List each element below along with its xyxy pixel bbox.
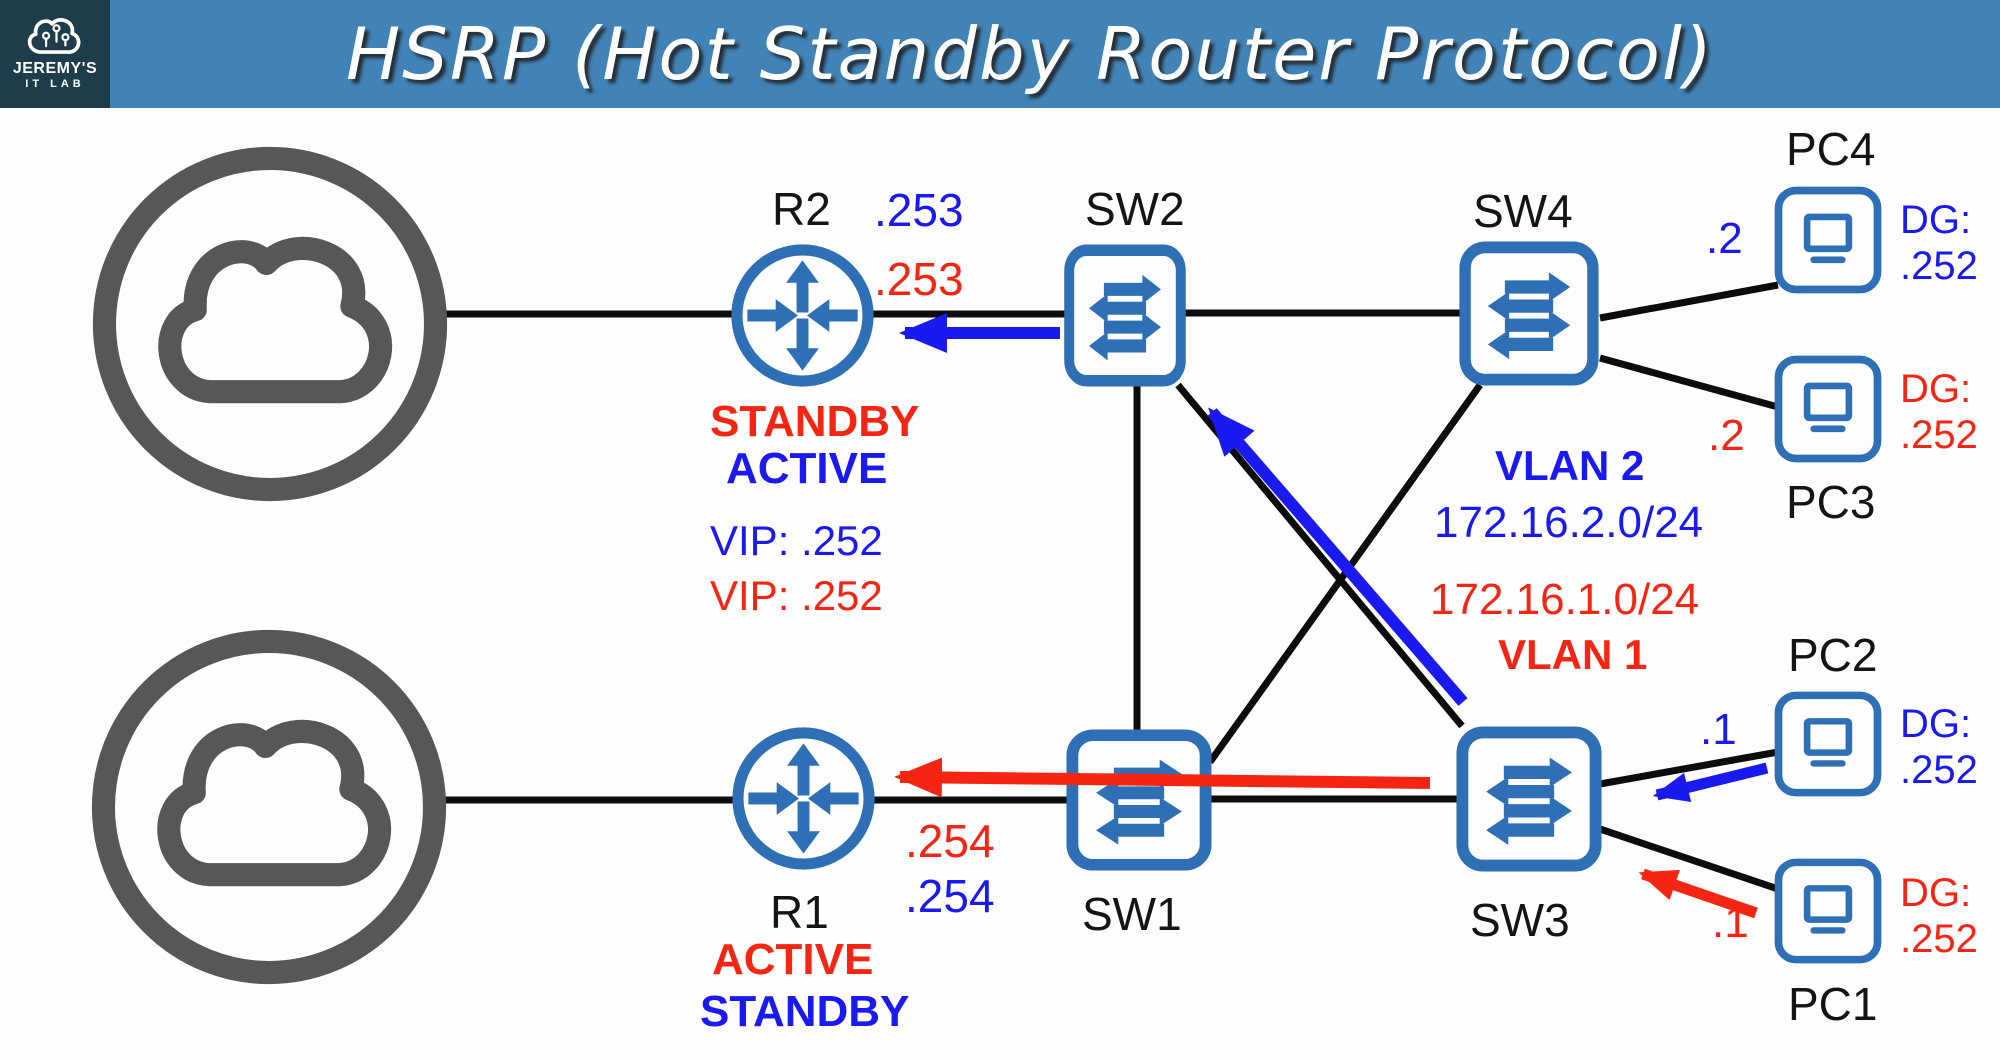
pc3-dg-value: .252 (1900, 413, 1978, 457)
link-sw4-pc4 (1599, 281, 1779, 322)
r1-ip-red-label: .254 (905, 815, 995, 867)
link-sw3-pc2 (1599, 748, 1779, 788)
logo-cloud-icon (27, 18, 81, 54)
pc3-label: PC3 (1786, 476, 1876, 528)
logo-text-line2: IT LAB (25, 78, 85, 90)
sw3-label: SW3 (1470, 894, 1570, 946)
pc4-dg-prefix: DG: (1900, 198, 1972, 242)
logo-text-line1: JEREMY'S (12, 60, 98, 77)
link-sw4-pc3 (1599, 354, 1779, 411)
title-bar: HSRP (Hot Standby Router Protocol) (0, 0, 2000, 108)
pc1-dg-prefix: DG: (1900, 871, 1972, 915)
vip-blue-label: VIP: .252 (710, 517, 883, 564)
pc1-ip-label: .1 (1712, 898, 1749, 947)
r2-ip-blue-label: .253 (874, 184, 964, 236)
r1-standby-label: STANDBY (700, 987, 910, 1036)
vlan1-subnet: 172.16.1.0/24 (1430, 575, 1700, 624)
vip-red-label: VIP: .252 (710, 572, 883, 619)
jeremys-it-lab-logo: JEREMY'S IT LAB (0, 0, 110, 108)
sw1-label: SW1 (1082, 888, 1182, 940)
link-sw3-pc1 (1598, 825, 1780, 893)
arrow-sw3-to-r1-red (894, 757, 1431, 798)
r2-standby-label: STANDBY (710, 397, 920, 446)
vlan2-subnet: 172.16.2.0/24 (1434, 498, 1704, 547)
pc3-ip-label: .2 (1708, 411, 1745, 460)
pc4-label: PC4 (1786, 123, 1876, 175)
pc1-dg-value: .252 (1900, 917, 1978, 961)
arrow-pc1-to-sw3-red (1638, 868, 1758, 919)
r1-active-label: ACTIVE (712, 935, 874, 984)
arrow-sw3-to-sw2-blue (1207, 407, 1468, 706)
pc3-dg-prefix: DG: (1900, 367, 1972, 411)
sw4-label: SW4 (1473, 185, 1573, 237)
pc2-dg-prefix: DG: (1900, 702, 1972, 746)
r1-ip-blue-label: .254 (905, 870, 995, 922)
vlan2-title: VLAN 2 (1495, 442, 1645, 489)
r2-label: R2 (772, 183, 831, 235)
r2-ip-red-label: .253 (874, 253, 964, 305)
pc2-ip-label: .1 (1700, 705, 1737, 754)
pc4-dg-value: .252 (1900, 244, 1978, 288)
pc2-dg-value: .252 (1900, 748, 1978, 792)
r2-active-label: ACTIVE (726, 444, 888, 493)
pc1-label: PC1 (1788, 978, 1878, 1030)
pc4-ip-label: .2 (1706, 214, 1743, 263)
arrow-pc2-to-sw3-blue (1652, 762, 1769, 803)
sw2-label: SW2 (1085, 183, 1185, 235)
pc2-label: PC2 (1788, 629, 1878, 681)
r1-label: R1 (770, 886, 829, 938)
slide-title: HSRP (Hot Standby Router Protocol) (346, 12, 1714, 96)
vlan1-title: VLAN 1 (1498, 631, 1648, 678)
